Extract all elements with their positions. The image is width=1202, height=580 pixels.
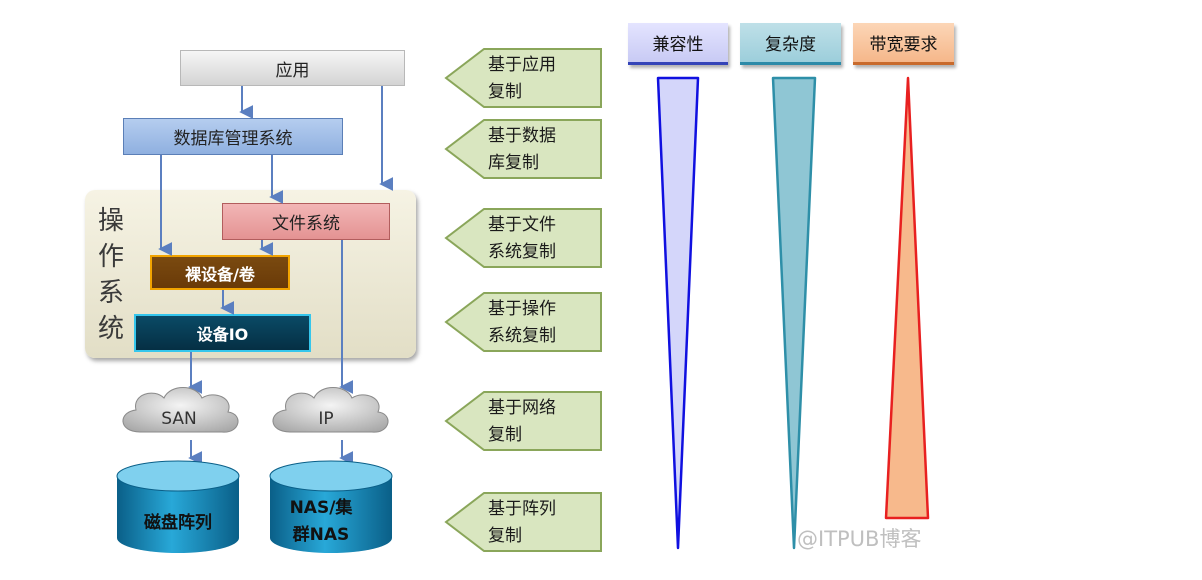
raw-device-box: 裸设备/卷 [150, 255, 290, 290]
file-system-label: 文件系统 [272, 214, 340, 234]
replication-os-label: 基于操作 系统复制 [488, 296, 556, 350]
ip-cloud: IP [272, 387, 389, 433]
bandwidth-header: 带宽要求 [853, 23, 954, 65]
label-line1: 基于操作 [488, 299, 556, 319]
os-label-char: 系 [97, 278, 124, 308]
replication-network-label: 基于网络 复制 [488, 395, 556, 449]
complexity-header: 复杂度 [740, 23, 841, 65]
disk-array-label: 磁盘阵列 [144, 512, 212, 533]
label-line1: 基于数据 [488, 126, 556, 146]
san-cloud: SAN [122, 387, 239, 433]
dbms-label: 数据库管理系统 [173, 129, 293, 149]
stack-connectors: SAN IP 磁盘阵列 NAS/集 群NAS [116, 86, 394, 553]
nas-label-line1: NAS/集 [290, 497, 354, 518]
chevron-operating-system [444, 292, 602, 352]
chevron-database [444, 119, 602, 179]
chevron-network [444, 391, 602, 451]
label-line1: 基于阵列 [488, 499, 556, 519]
complexity-label: 复杂度 [765, 35, 816, 55]
replication-application-label: 基于应用 复制 [488, 52, 556, 106]
disk-array-cylinder: 磁盘阵列 [116, 460, 240, 553]
compatibility-label: 兼容性 [652, 35, 704, 55]
label-line1: 基于应用 [488, 55, 556, 75]
replication-chevrons [444, 48, 602, 552]
label-line2: 系统复制 [488, 326, 556, 346]
compatibility-header: 兼容性 [628, 23, 728, 65]
nas-label-line2: 群NAS [293, 524, 350, 545]
chevron-file-system [444, 208, 602, 268]
label-line2: 系统复制 [488, 242, 556, 262]
bandwidth-triangle [884, 76, 930, 520]
ip-label: IP [318, 409, 333, 429]
complexity-triangle [771, 76, 817, 550]
replication-database-label: 基于数据 库复制 [488, 123, 556, 177]
label-line1: 基于网络 [488, 398, 556, 418]
dbms-box: 数据库管理系统 [123, 118, 343, 155]
label-line2: 复制 [488, 526, 522, 546]
chevron-application [444, 48, 602, 108]
device-io-box: 设备IO [134, 314, 311, 352]
label-line2: 库复制 [488, 153, 539, 173]
label-line2: 复制 [488, 425, 522, 445]
nas-cylinder: NAS/集 群NAS [269, 460, 393, 553]
replication-array-label: 基于阵列 复制 [488, 496, 556, 550]
os-label-char: 操 [97, 206, 124, 236]
compatibility-triangle [656, 76, 700, 550]
label-line1: 基于文件 [488, 215, 556, 235]
operating-system-label: 操 作 系 统 [95, 203, 127, 347]
os-label-char: 作 [97, 242, 124, 272]
san-label: SAN [161, 409, 196, 429]
application-box: 应用 [180, 50, 405, 86]
bandwidth-label: 带宽要求 [869, 35, 938, 55]
replication-file-system-label: 基于文件 系统复制 [488, 212, 556, 266]
device-io-label: 设备IO [196, 325, 249, 344]
chevron-array [444, 492, 602, 552]
watermark: @ITPUB博客 [797, 527, 922, 551]
metric-triangles [656, 76, 930, 550]
file-system-box: 文件系统 [222, 203, 390, 240]
application-label: 应用 [275, 60, 310, 81]
label-line2: 复制 [488, 82, 522, 102]
os-label-char: 统 [97, 314, 124, 344]
raw-device-label: 裸设备/卷 [185, 264, 255, 284]
